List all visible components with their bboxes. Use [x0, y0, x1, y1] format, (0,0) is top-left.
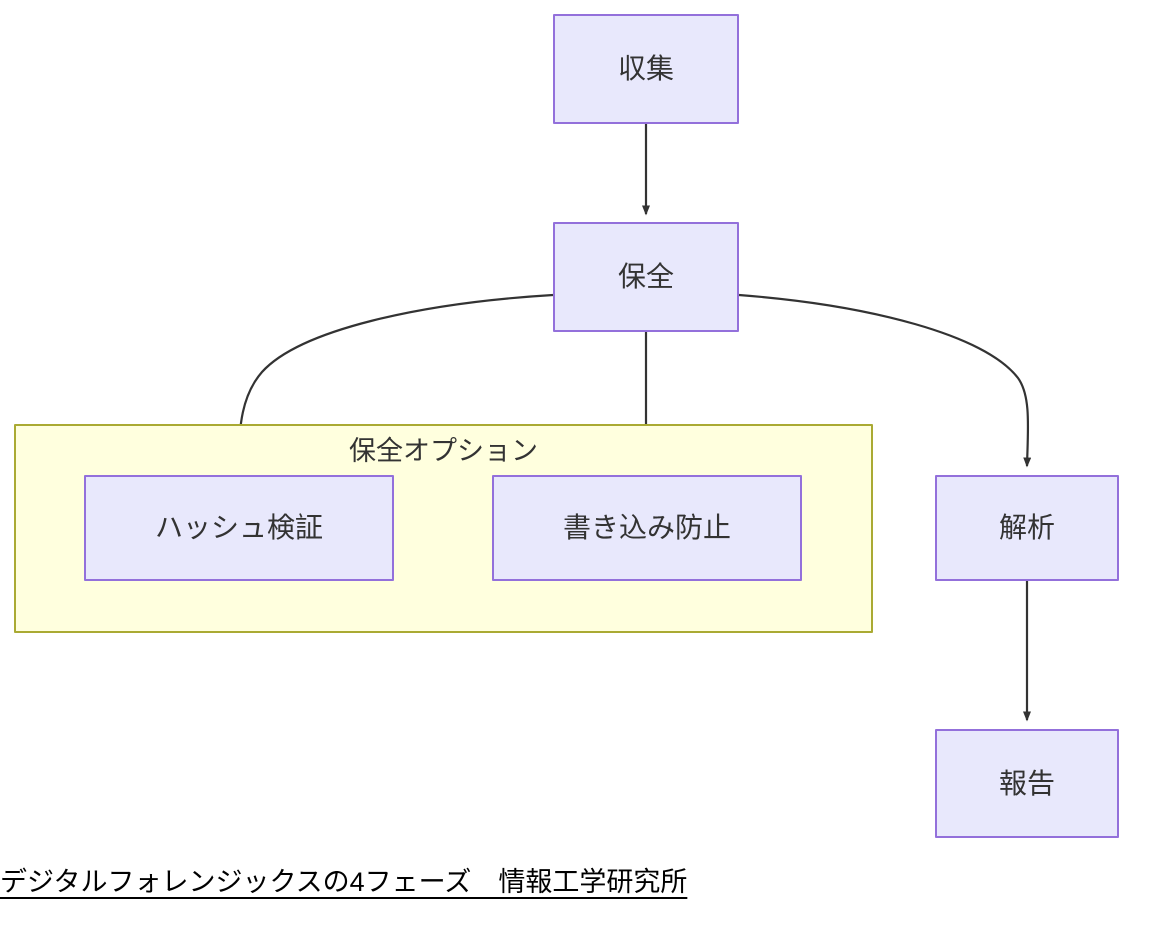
node-label-preservation: 保全 [617, 261, 674, 293]
node-label-write-block: 書き込み防止 [562, 512, 731, 544]
node-analysis[interactable]: 解析 [935, 475, 1119, 581]
node-collection[interactable]: 収集 [553, 14, 739, 124]
node-report[interactable]: 報告 [935, 729, 1119, 838]
diagram-caption: デジタルフォレンジックスの4フェーズ 情報工学研究所 [0, 867, 688, 897]
node-preservation[interactable]: 保全 [553, 222, 739, 332]
subgraph-label-preservation-options: 保全オプション [349, 436, 538, 466]
node-label-hash-verify: ハッシュ検証 [154, 512, 323, 544]
node-write-block[interactable]: 書き込み防止 [492, 475, 802, 581]
node-label-analysis: 解析 [998, 512, 1055, 544]
node-label-collection: 収集 [617, 53, 674, 85]
node-label-report: 報告 [998, 767, 1055, 799]
node-hash-verify[interactable]: ハッシュ検証 [84, 475, 394, 581]
